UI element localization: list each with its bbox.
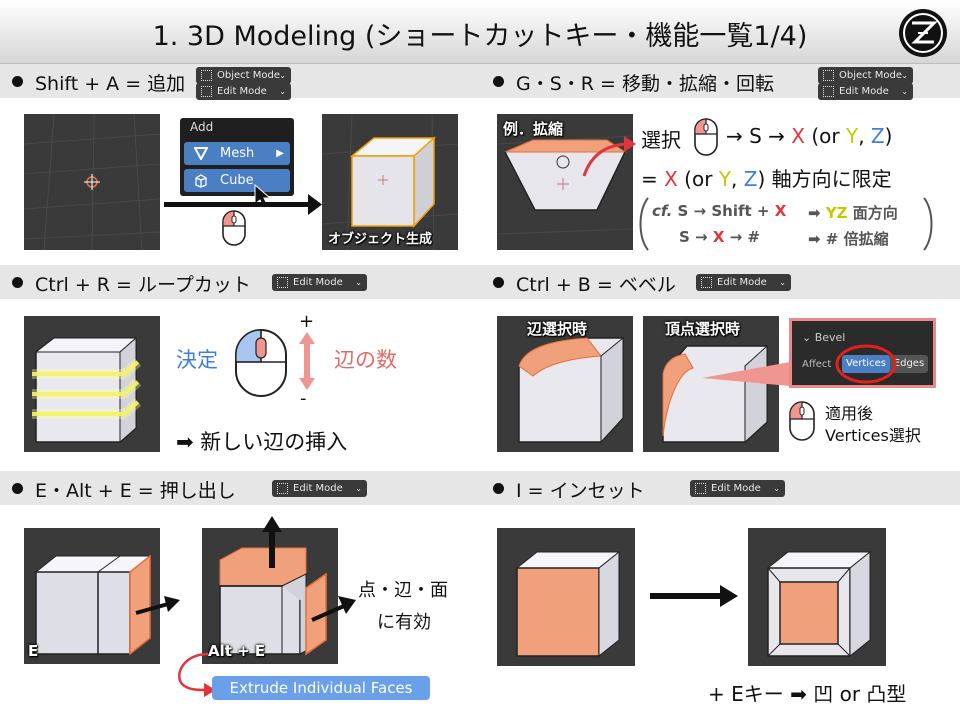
- cube-icon: [195, 174, 207, 188]
- viewport-empty: [24, 114, 160, 250]
- affect-label: Affect: [802, 359, 832, 370]
- bevel-panel: ⌄ Bevel Affect Vertices Edges: [789, 318, 936, 388]
- section-title-bevel: Ctrl + B = ベベル: [516, 274, 676, 296]
- after-apply-label: 適用後: [825, 404, 874, 423]
- section-band-loopcut: [0, 265, 480, 299]
- mouse-wheel-icon: [235, 329, 287, 397]
- bullet: [12, 277, 23, 288]
- section-title-add: Shift + A = 追加: [35, 73, 186, 95]
- edit-mode-dropdown[interactable]: Edit Mode⌄: [196, 83, 291, 100]
- viewport-scale-example: 例．拡縮: [497, 114, 633, 250]
- plus-label: +: [299, 311, 315, 332]
- gsr-axis-limit: = X (or Y, Z) 軸方向に限定: [641, 167, 892, 191]
- label-e: E: [28, 642, 39, 660]
- section-title-loopcut: Ctrl + R = ループカット: [35, 274, 251, 296]
- decide-label: 決定: [176, 348, 218, 372]
- mouse-left-click-icon: [694, 118, 718, 156]
- cf-line-1-right: ➡ YZ 面方向: [808, 204, 898, 222]
- viewport-bevel-edge: 辺選択時: [497, 316, 633, 452]
- highlight-circle: [835, 344, 897, 384]
- page-title: 1. 3D Modeling (ショートカットキー・機能一覧1/4): [152, 21, 808, 52]
- edit-mode-dropdown[interactable]: Edit Mode⌄: [696, 274, 791, 291]
- edit-mode-dropdown[interactable]: Edit Mode⌄: [818, 83, 913, 100]
- bevel-panel-title: ⌄ Bevel: [802, 331, 846, 344]
- gsr-line-1: 選択: [641, 128, 681, 152]
- edit-mode-dropdown[interactable]: Edit Mode⌄: [272, 480, 367, 497]
- red-arrow: [582, 136, 636, 177]
- add-menu: Add Mesh ▶ Cube: [180, 118, 294, 196]
- viewport-inset-before: [497, 528, 635, 666]
- edges-toggle[interactable]: Edges: [890, 355, 928, 373]
- section-title-extrude: E・Alt + E = 押し出し: [35, 480, 236, 502]
- applies-label-2: に有効: [377, 612, 431, 633]
- section-band-extrude: [0, 471, 480, 505]
- object-mode-dropdown[interactable]: Object Mode⌄: [196, 67, 291, 84]
- viewport-extrude-e: E: [24, 528, 160, 664]
- vertex-select-label: 頂点選択時: [665, 320, 741, 338]
- bullet: [12, 76, 23, 87]
- title-bar: 1. 3D Modeling (ショートカットキー・機能一覧1/4): [0, 0, 960, 64]
- arrow: [135, 596, 180, 615]
- applies-label-1: 点・辺・面: [358, 580, 448, 601]
- extrude-individual-faces-item[interactable]: Extrude Individual Faces: [212, 676, 430, 700]
- vertices-select-label: Vertices選択: [825, 426, 921, 445]
- arrow-add: [164, 183, 322, 215]
- label-alt-e: Alt + E: [208, 642, 266, 660]
- mouse-left-click-icon: [222, 210, 246, 246]
- vertices-toggle[interactable]: Vertices: [842, 355, 890, 373]
- cf-line-1: cf. S → Shift + X: [652, 202, 787, 220]
- cf-brackets: [639, 197, 933, 251]
- callout-pointer: [702, 362, 790, 386]
- inset-result: + Eキー ➡ 凹 or 凸型: [708, 682, 907, 706]
- caption-object-create: オブジェクト生成: [328, 232, 433, 247]
- bullet: [493, 76, 504, 87]
- red-arrow: [178, 652, 216, 697]
- logo-icon: [899, 9, 947, 57]
- menu-header: Add: [190, 120, 214, 134]
- example-label: 例．拡縮: [503, 120, 564, 138]
- menu-item-cube[interactable]: Cube: [184, 169, 290, 192]
- cf-line-2: S → X → #: [679, 228, 760, 246]
- edit-mode-dropdown[interactable]: Edit Mode⌄: [272, 274, 367, 291]
- edge-count-label: 辺の数: [334, 348, 397, 372]
- gsr-keys: → S → X (or Y, Z): [726, 124, 893, 148]
- viewport-cube: オブジェクト生成: [322, 114, 458, 250]
- edge-select-label: 辺選択時: [527, 320, 588, 338]
- cf-line-2-right: ➡ # 倍拡縮: [808, 230, 889, 248]
- minus-label: -: [300, 388, 307, 409]
- viewport-inset-after: [748, 528, 886, 666]
- object-mode-dropdown[interactable]: Object Mode⌄: [818, 67, 913, 84]
- mouse-left-click-icon: [789, 401, 815, 441]
- arrow-up: [262, 516, 282, 568]
- bullet: [493, 277, 504, 288]
- mesh-icon: [194, 147, 208, 160]
- bullet: [12, 483, 23, 494]
- edit-mode-dropdown[interactable]: Edit Mode⌄: [690, 480, 785, 497]
- arrow: [650, 585, 738, 607]
- viewport-extrude-alt: Alt + E: [202, 528, 338, 664]
- bullet: [493, 483, 504, 494]
- arrow: [311, 596, 356, 622]
- section-title-inset: I = インセット: [516, 480, 645, 502]
- insert-edge-label: ➡ 新しい辺の挿入: [176, 430, 348, 454]
- viewport-loopcut: [24, 316, 160, 452]
- menu-item-mesh[interactable]: Mesh ▶: [184, 142, 290, 165]
- section-title-gsr: G・S・R = 移動・拡縮・回転: [516, 73, 774, 95]
- updown-arrow: [299, 332, 315, 390]
